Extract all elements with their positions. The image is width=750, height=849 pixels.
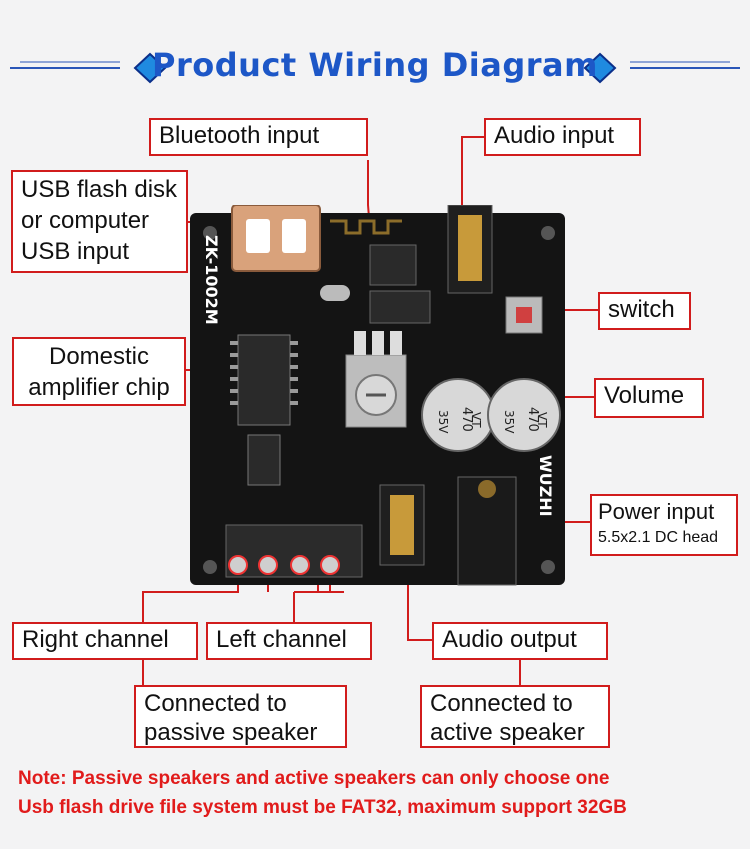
- switch-cap: [516, 307, 532, 323]
- board-brand: WUZHI: [536, 455, 555, 517]
- decoder-chip: [369, 290, 431, 324]
- cap-value: 470: [459, 407, 474, 432]
- board-model: ZK-1002M: [202, 235, 221, 325]
- mount-hole: [541, 560, 555, 574]
- label-usb-input: USB flash disk or computer USB input: [11, 170, 188, 273]
- mount-hole: [203, 226, 217, 240]
- cap-series: VT: [535, 412, 549, 428]
- page-title: Product Wiring Diagram: [152, 46, 598, 84]
- usb-pin: [282, 219, 306, 253]
- label-bluetooth-input: Bluetooth input: [149, 118, 368, 156]
- label-left-channel: Left channel: [206, 622, 372, 660]
- note-usb-format: Usb flash drive file system must be FAT3…: [18, 797, 627, 818]
- usb-pin: [246, 219, 270, 253]
- label-amp-chip: Domestic amplifier chip: [12, 337, 186, 406]
- jack-pins: [458, 215, 482, 281]
- bt-chip: [369, 244, 417, 286]
- bluetooth-antenna: [330, 219, 402, 235]
- amplifier-board: 470 470 35V 35V VT VT ZK-1002M WUZHI: [190, 205, 565, 586]
- cap-series: VT: [469, 412, 483, 428]
- usb-port: [231, 205, 321, 272]
- label-volume: Volume: [594, 378, 704, 418]
- label-passive-speaker: Connected to passive speaker: [134, 685, 347, 748]
- label-switch: switch: [598, 292, 691, 330]
- title-banner: Product Wiring Diagram: [0, 38, 750, 98]
- label-audio-input: Audio input: [484, 118, 641, 156]
- cap-voltage: 35V: [436, 410, 450, 434]
- label-audio-output: Audio output: [432, 622, 608, 660]
- crystal: [320, 285, 350, 301]
- label-active-speaker: Connected to active speaker: [420, 685, 610, 748]
- mount-hole: [541, 226, 555, 240]
- note-speakers: Note: Passive speakers and active speake…: [18, 768, 610, 789]
- cap-value: 470: [525, 407, 540, 432]
- cap-voltage: 35V: [502, 410, 516, 434]
- amp-chip-2: [247, 434, 281, 486]
- label-power-input: Power input 5.5x2.1 DC head: [590, 494, 738, 556]
- amp-chip: [237, 334, 291, 426]
- capacitor: [487, 378, 561, 452]
- mount-hole: [203, 560, 217, 574]
- label-right-channel: Right channel: [12, 622, 198, 660]
- title-decoration: [10, 52, 740, 84]
